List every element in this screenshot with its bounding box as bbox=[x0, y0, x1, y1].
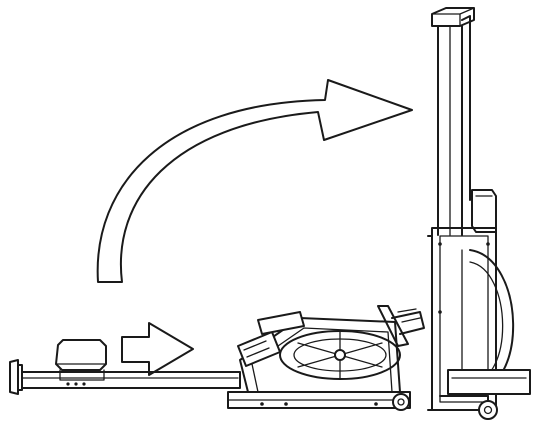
rowing-machine-flat bbox=[9, 305, 425, 411]
straight-arrow-icon bbox=[121, 322, 194, 376]
seat bbox=[55, 339, 107, 386]
rear-foot bbox=[9, 359, 23, 395]
transport-wheel-flat bbox=[392, 393, 410, 411]
handle-rail bbox=[377, 305, 425, 347]
monorail-vertical bbox=[437, 15, 471, 236]
transport-wheel-upright bbox=[478, 400, 498, 420]
water-tank bbox=[279, 330, 401, 380]
rowing-machine-upright bbox=[427, 7, 531, 420]
footrest-panel bbox=[237, 311, 305, 367]
curved-arrow-icon bbox=[96, 79, 413, 283]
rail-end-cap bbox=[431, 7, 475, 27]
monorail bbox=[21, 371, 241, 389]
seat-upright bbox=[471, 189, 497, 233]
